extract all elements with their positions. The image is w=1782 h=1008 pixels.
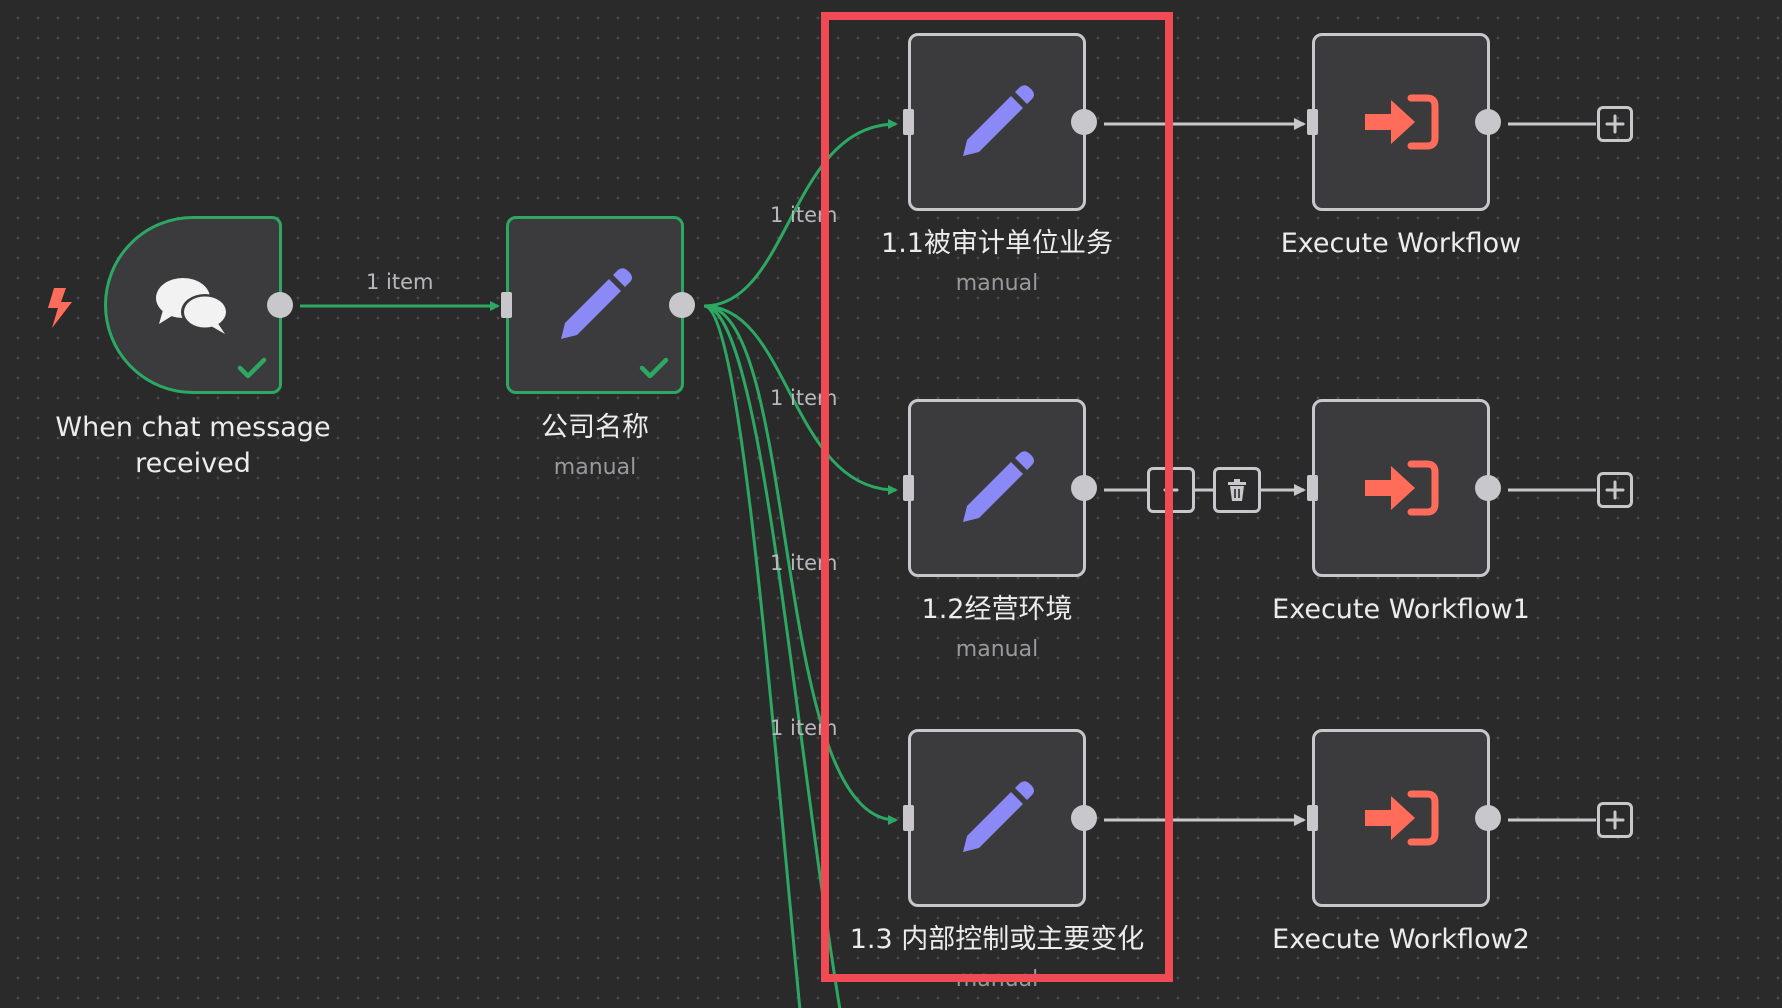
- pencil-icon: [963, 85, 1034, 156]
- input-handle[interactable]: [903, 475, 914, 501]
- node-label-execute-workflow1: Execute Workflow1: [1272, 594, 1530, 625]
- check-icon: [237, 357, 267, 379]
- node-label-environment: 1.2经营环境: [921, 594, 1073, 625]
- node-label-company-name: 公司名称: [541, 412, 649, 443]
- output-handle[interactable]: [1475, 109, 1501, 135]
- input-handle[interactable]: [903, 109, 914, 135]
- connection-company-to-internal-control[interactable]: [703, 304, 898, 825]
- node-execute-workflow2[interactable]: [1307, 729, 1501, 907]
- lightning-bolt-icon: [48, 288, 72, 328]
- add-node-button[interactable]: [1597, 802, 1633, 838]
- plus-icon: [1605, 114, 1625, 134]
- node-label-execute-workflow2: Execute Workflow2: [1272, 924, 1530, 955]
- input-handle[interactable]: [903, 805, 914, 831]
- input-handle[interactable]: [1307, 109, 1318, 135]
- node-environment[interactable]: [903, 399, 1097, 577]
- input-handle[interactable]: [501, 292, 512, 318]
- node-chat-trigger[interactable]: [104, 216, 293, 394]
- node-company-name[interactable]: [501, 216, 695, 394]
- pencil-icon: [561, 268, 632, 339]
- plus-icon: [1605, 810, 1625, 830]
- trash-icon: [1228, 479, 1246, 501]
- output-handle[interactable]: [1071, 475, 1097, 501]
- output-handle[interactable]: [267, 292, 293, 318]
- node-internal-control[interactable]: [903, 729, 1097, 907]
- node-execute-workflow1[interactable]: [1307, 399, 1501, 577]
- node-execute-workflow[interactable]: [1307, 33, 1501, 211]
- node-label-execute-workflow: Execute Workflow: [1280, 228, 1522, 259]
- check-icon: [639, 357, 669, 379]
- node-audit-business[interactable]: [903, 33, 1097, 211]
- node-label-audit-business: 1.1被审计单位业务: [881, 228, 1113, 259]
- node-subtitle-audit-business: manual: [955, 271, 1039, 296]
- input-handle[interactable]: [1307, 475, 1318, 501]
- enter-arrow-icon: [1365, 790, 1439, 846]
- add-node-button[interactable]: [1597, 472, 1633, 508]
- node-label-chat-trigger: When chat message received: [55, 412, 331, 479]
- chat-bubbles-icon: [156, 278, 229, 334]
- pencil-icon: [963, 781, 1034, 852]
- output-handle[interactable]: [1475, 805, 1501, 831]
- plus-icon: [1605, 480, 1625, 500]
- selection-highlight: [821, 12, 1173, 982]
- output-handle[interactable]: [1475, 475, 1501, 501]
- output-handle[interactable]: [669, 292, 695, 318]
- output-handle[interactable]: [1071, 109, 1097, 135]
- node-label-internal-control: 1.3 内部控制或主要变化: [849, 924, 1145, 955]
- pencil-icon: [963, 451, 1034, 522]
- output-handle[interactable]: [1071, 805, 1097, 831]
- edge-delete-button[interactable]: [1213, 467, 1261, 513]
- connection-company-to-audit[interactable]: [703, 119, 898, 308]
- connection-company-to-environment[interactable]: [703, 304, 898, 495]
- enter-arrow-icon: [1365, 94, 1439, 150]
- add-node-button[interactable]: [1597, 106, 1633, 142]
- connection-company-to-offscreen-2[interactable]: [703, 304, 802, 1008]
- enter-arrow-icon: [1365, 460, 1439, 516]
- input-handle[interactable]: [1307, 805, 1318, 831]
- node-subtitle-company-name: manual: [553, 455, 637, 480]
- edge-label-trigger-to-company: 1 item: [366, 270, 434, 294]
- connection-company-to-offscreen-1[interactable]: [703, 304, 842, 1008]
- node-subtitle-environment: manual: [955, 637, 1039, 662]
